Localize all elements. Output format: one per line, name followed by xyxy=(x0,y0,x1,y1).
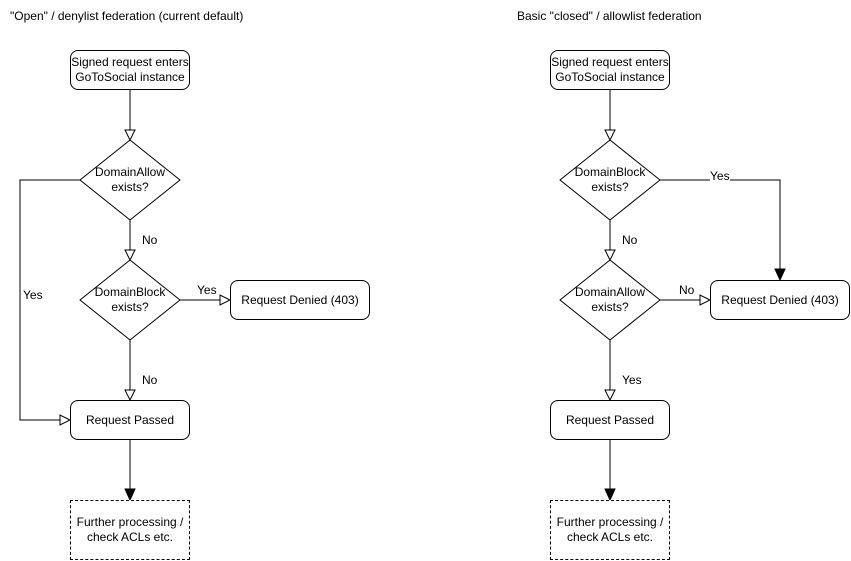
decision-domainallow-label: DomainAllow exists? xyxy=(574,285,646,314)
node-request-denied: Request Denied (403) xyxy=(710,280,850,320)
decision-diamond-domainblock xyxy=(559,139,661,221)
filled-arrowhead-icon xyxy=(604,488,616,502)
open-arrowhead-icon xyxy=(219,294,232,306)
edge-label-yes: Yes xyxy=(710,169,730,183)
decision-diamond-domainblock xyxy=(79,259,181,341)
decision-domainblock-label: DomainBlock exists? xyxy=(574,165,646,194)
filled-arrowhead-icon xyxy=(124,488,136,502)
open-arrowhead-icon xyxy=(124,389,136,402)
node-start-label: Signed request enters GoToSocial instanc… xyxy=(71,55,189,84)
edge-label-no: No xyxy=(142,373,158,387)
node-request-passed: Request Passed xyxy=(550,400,670,440)
left-chart-title: "Open" / denylist federation (current de… xyxy=(10,9,244,23)
node-request-denied-label: Request Denied (403) xyxy=(721,292,839,307)
node-further-processing: Further processing / check ACLs etc. xyxy=(550,500,670,560)
right-chart-title: Basic "closed" / allowlist federation xyxy=(517,9,702,23)
node-start-label: Signed request enters GoToSocial instanc… xyxy=(551,55,669,84)
arrow-decision1-yes-to-denied xyxy=(660,179,781,269)
decision-domainallow-label: DomainAllow exists? xyxy=(94,165,166,194)
edge-label-no: No xyxy=(622,233,638,247)
node-request-passed: Request Passed xyxy=(70,400,190,440)
decision-diamond-domainallow xyxy=(559,259,661,341)
edge-label-yes: Yes xyxy=(23,288,43,302)
open-arrowhead-icon xyxy=(59,414,72,426)
node-request-denied-label: Request Denied (403) xyxy=(241,292,359,307)
edge-label-yes: Yes xyxy=(197,283,217,297)
node-further-processing-label: Further processing / check ACLs etc. xyxy=(556,515,664,544)
edge-label-no: No xyxy=(142,233,158,247)
open-arrowhead-icon xyxy=(604,389,616,402)
node-start: Signed request enters GoToSocial instanc… xyxy=(550,50,670,90)
edge-label-no: No xyxy=(679,283,695,297)
open-arrowhead-icon xyxy=(699,294,712,306)
edge-label-yes: Yes xyxy=(622,373,642,387)
node-request-passed-label: Request Passed xyxy=(565,412,655,427)
open-arrowhead-icon xyxy=(124,129,136,142)
arrow-decision1-yes-to-passed xyxy=(19,179,80,421)
node-request-passed-label: Request Passed xyxy=(85,412,175,427)
open-arrowhead-icon xyxy=(124,249,136,262)
filled-arrowhead-icon xyxy=(774,268,786,282)
node-further-processing-label: Further processing / check ACLs etc. xyxy=(76,515,184,544)
decision-diamond-domainallow xyxy=(79,139,181,221)
node-further-processing: Further processing / check ACLs etc. xyxy=(70,500,190,560)
node-start: Signed request enters GoToSocial instanc… xyxy=(70,50,190,90)
node-request-denied: Request Denied (403) xyxy=(230,280,370,320)
open-arrowhead-icon xyxy=(604,129,616,142)
decision-domainblock-label: DomainBlock exists? xyxy=(94,285,166,314)
open-arrowhead-icon xyxy=(604,249,616,262)
